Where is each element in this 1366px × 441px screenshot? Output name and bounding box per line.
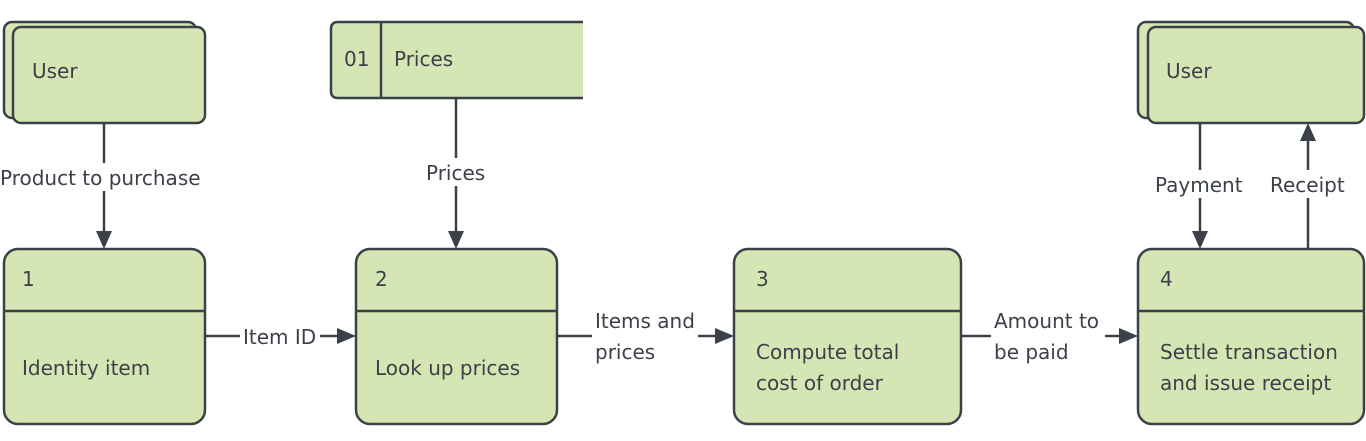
data-store-label: Prices	[394, 47, 453, 71]
flow-prices[interactable]: Prices	[422, 98, 490, 249]
process-3-label-line-1: Compute total	[756, 340, 899, 364]
flow-item-id[interactable]: Item ID	[205, 322, 356, 350]
process-3-number: 3	[756, 267, 769, 291]
entity-user-sink-label: User	[1166, 59, 1212, 83]
process-3-label-line-2: cost of order	[756, 371, 884, 395]
flow-items-and-prices[interactable]: Items and prices	[557, 306, 734, 366]
data-store-id: 01	[344, 47, 369, 71]
flow-items-and-prices-label-line-1: Items and	[595, 309, 695, 333]
external-entity-user-sink[interactable]: User	[1136, 20, 1366, 125]
process-3[interactable]: 3 Compute total cost of order	[732, 247, 963, 426]
process-4-label-line-2: and issue receipt	[1160, 371, 1331, 395]
flow-amount-to-be-paid-label-line-2: be paid	[994, 340, 1069, 364]
process-1[interactable]: 1 Identity item	[2, 247, 207, 426]
process-2-label-line-1: Look up prices	[375, 356, 520, 380]
flow-amount-to-be-paid-label-line-1: Amount to	[994, 309, 1099, 333]
flow-payment[interactable]: Payment	[1152, 123, 1248, 249]
flow-product-to-purchase[interactable]: Product to purchase	[0, 123, 212, 249]
flow-prices-label: Prices	[426, 161, 485, 185]
process-2[interactable]: 2 Look up prices	[354, 247, 559, 426]
flow-item-id-label: Item ID	[243, 325, 316, 349]
flow-receipt-label: Receipt	[1270, 173, 1345, 197]
flow-payment-label: Payment	[1155, 173, 1243, 197]
flow-amount-to-be-paid[interactable]: Amount to be paid	[961, 306, 1138, 366]
flow-product-to-purchase-label: Product to purchase	[0, 166, 201, 190]
data-store-prices[interactable]: 01 Prices	[329, 20, 583, 100]
flow-receipt[interactable]: Receipt	[1266, 123, 1352, 249]
process-2-number: 2	[375, 267, 388, 291]
entity-user-source-label: User	[32, 59, 78, 83]
process-1-label-line-1: Identity item	[22, 356, 150, 380]
flow-items-and-prices-label-line-2: prices	[595, 340, 655, 364]
process-1-number: 1	[22, 267, 35, 291]
process-4[interactable]: 4 Settle transaction and issue receipt	[1136, 247, 1366, 426]
process-4-label-line-1: Settle transaction	[1160, 340, 1338, 364]
process-4-number: 4	[1160, 267, 1173, 291]
external-entity-user-source[interactable]: User	[2, 20, 207, 125]
